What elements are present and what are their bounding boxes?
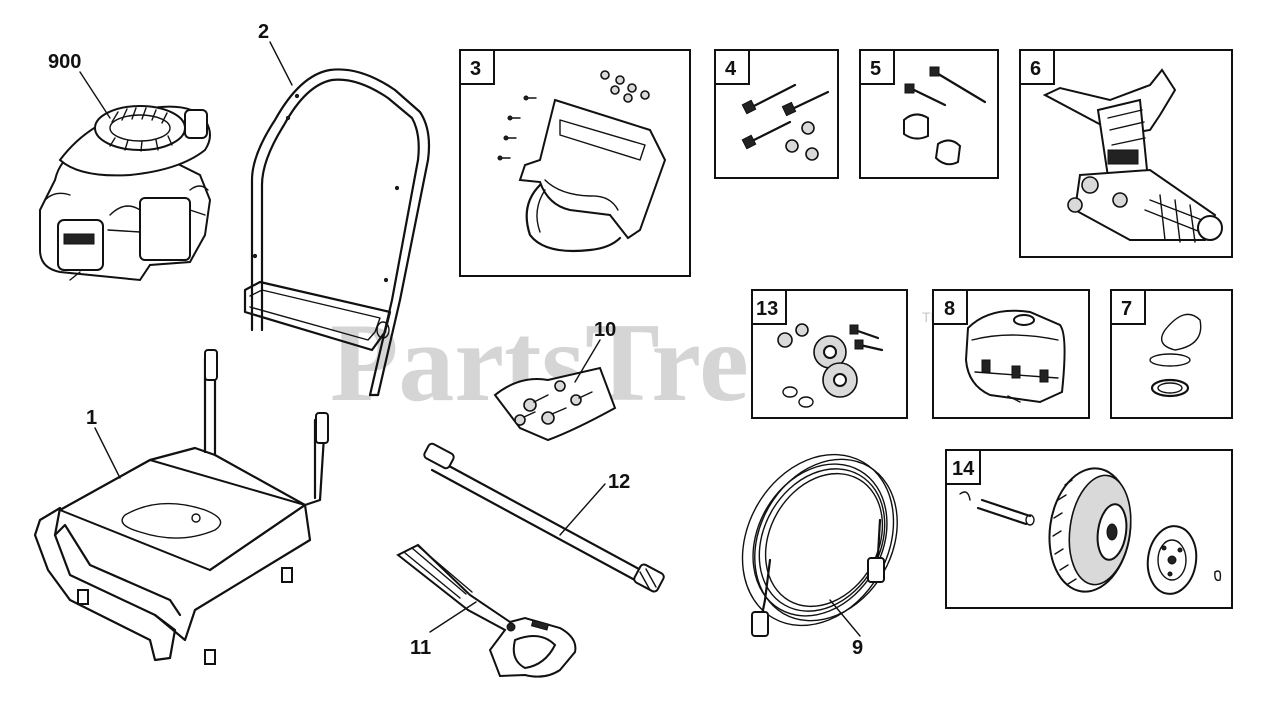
box-bracket[interactable]: 3 — [459, 49, 691, 277]
box-wheel-kit[interactable]: 14 — [945, 449, 1233, 609]
leader-gun — [429, 601, 477, 633]
callout-engine: 900 — [48, 51, 81, 73]
callout-lance: 12 — [608, 471, 630, 493]
box-label-tank: 8 — [944, 298, 955, 320]
callout-hardware-bag: 10 — [594, 319, 616, 341]
box-bolts-knobs[interactable]: 5 — [859, 49, 999, 179]
callout-handle: 2 — [258, 21, 269, 43]
callout-hose: 9 — [852, 637, 863, 659]
box-tank[interactable]: 8 — [932, 289, 1090, 419]
part-lance[interactable] — [423, 442, 665, 593]
part-base-frame[interactable] — [33, 349, 329, 665]
leader-engine — [79, 71, 111, 119]
box-orings[interactable]: 7 — [1110, 289, 1233, 419]
leader-lance — [559, 483, 606, 536]
box-label-bracket: 3 — [470, 58, 481, 80]
box-label-pump: 6 — [1030, 58, 1041, 80]
part-hose[interactable] — [712, 427, 925, 653]
box-label-orings: 7 — [1121, 298, 1132, 320]
box-wheel-hardware[interactable]: 13 — [751, 289, 908, 419]
part-engine[interactable] — [39, 105, 212, 282]
box-pump[interactable]: 6 — [1019, 49, 1233, 258]
leader-hardware-bag — [574, 339, 601, 383]
leader-hose — [829, 599, 861, 637]
part-handle[interactable] — [243, 68, 431, 397]
part-spray-gun[interactable] — [396, 543, 577, 678]
part-hardware-bag[interactable] — [493, 366, 617, 442]
leader-handle — [269, 41, 293, 86]
box-bolts[interactable]: 4 — [714, 49, 839, 179]
callout-gun: 11 — [410, 637, 431, 659]
box-label-wheel-kit: 14 — [952, 458, 975, 480]
callout-base-frame: 1 — [86, 407, 97, 429]
box-label-bolts-knobs: 5 — [870, 58, 881, 80]
box-label-bolts: 4 — [725, 58, 737, 80]
box-label-wheel-hardware: 13 — [756, 298, 778, 320]
leader-base-frame — [94, 427, 121, 479]
